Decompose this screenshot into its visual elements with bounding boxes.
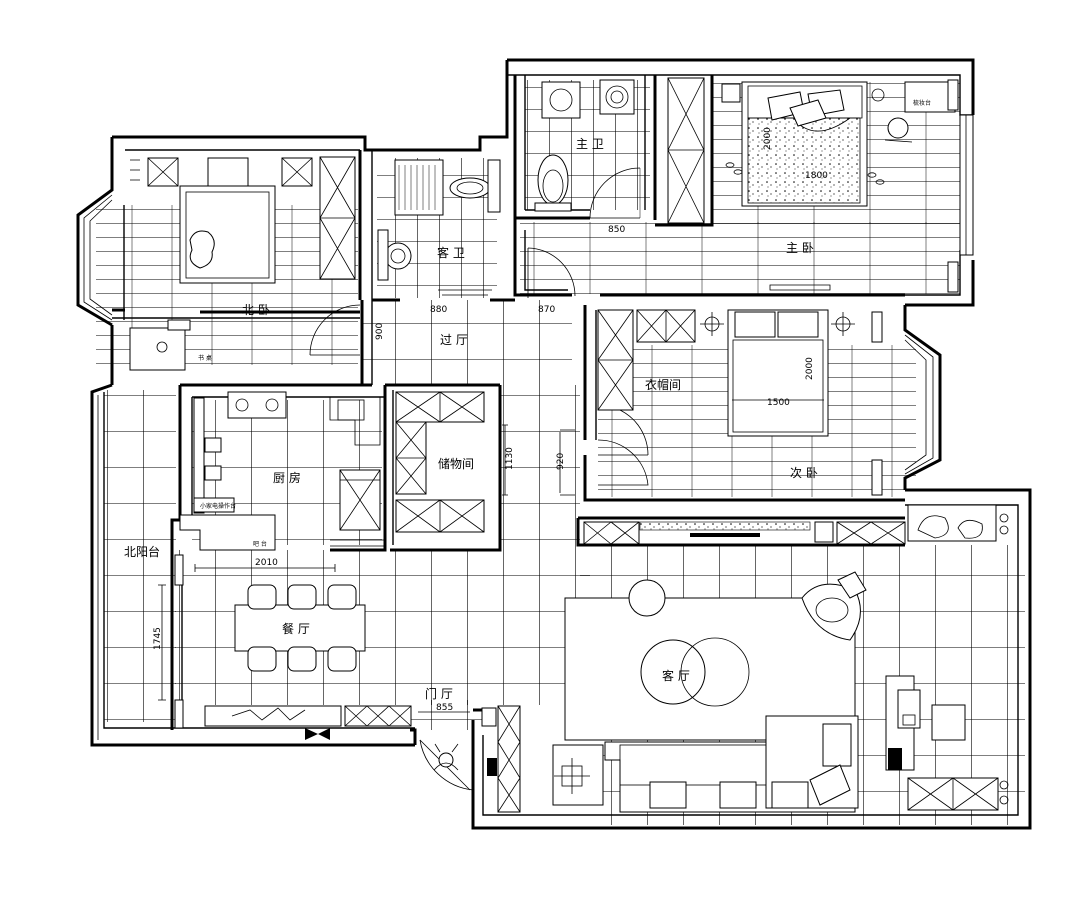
foyer: 门 厅 855 (418, 686, 521, 813)
master-bath-label: 主 卫 (576, 137, 604, 151)
hallway: 过 厅 (440, 333, 468, 347)
master-bedroom-label: 主 卧 (786, 241, 814, 255)
dim-1500: 1500 (767, 398, 790, 408)
dim-1800: 1800 (805, 171, 828, 181)
dim-2000-second: 2000 (805, 357, 815, 380)
desk-label: 书 桌 (198, 354, 212, 362)
living-room-label: 客 厅 (662, 668, 690, 683)
master-bath: 主 卫 850 (534, 79, 635, 235)
dining-label: 餐 厅 (282, 621, 310, 636)
north-balcony-label: 北阳台 (124, 544, 160, 559)
dim-870: 870 (538, 305, 555, 315)
second-bedroom: 衣帽间 1500 2000 次 卧 (597, 309, 883, 496)
storage: 储物间 1130 920 (395, 391, 566, 533)
north-bedroom: 书 桌 北 卧 900 (129, 156, 385, 371)
outer-walls (76, 58, 1032, 830)
foyer-label: 门 厅 (425, 686, 453, 701)
hallway-label: 过 厅 (440, 333, 468, 347)
dim-900: 900 (375, 323, 385, 340)
dim-920: 920 (556, 453, 566, 470)
dim-850: 850 (608, 225, 625, 235)
closet-label: 衣帽间 (645, 377, 681, 392)
balcony-dining: 北阳台 1745 2010 餐 厅 (124, 544, 412, 740)
second-bedroom-label: 次 卧 (790, 466, 818, 480)
doors (309, 167, 649, 791)
guest-bath: 客 卫 880 870 (377, 159, 555, 315)
kitchen-label: 厨 房 (273, 470, 301, 485)
dim-2000-master: 2000 (763, 127, 773, 150)
master-bedroom: 梳妆台 主 卧 1800 2000 (667, 77, 959, 293)
fridge-label: 小家电操作台 (200, 502, 236, 510)
living-room: 客 厅 (552, 504, 1009, 813)
dim-855: 855 (436, 703, 453, 713)
dim-880: 880 (430, 305, 447, 315)
counter-label: 吧 台 (253, 540, 267, 548)
storage-label: 储物间 (438, 456, 474, 471)
dim-2010: 2010 (255, 558, 278, 568)
guest-bath-label: 客 卫 (437, 245, 465, 260)
dresser-label: 梳妆台 (913, 99, 931, 107)
dim-1130: 1130 (505, 447, 515, 470)
north-bedroom-label: 北 卧 (242, 303, 270, 317)
dim-1745: 1745 (153, 627, 163, 650)
kitchen: 小家电操作台 吧 台 厨 房 (179, 391, 385, 551)
